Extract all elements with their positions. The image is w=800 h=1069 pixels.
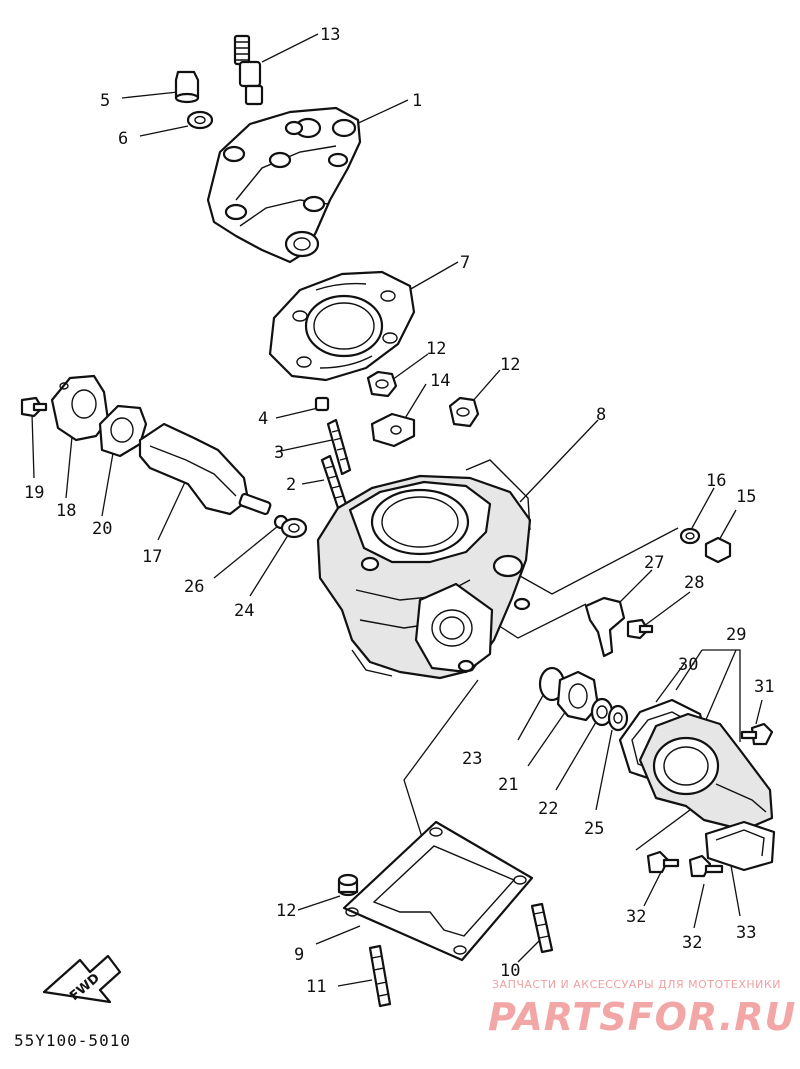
label-31: 30 xyxy=(678,655,698,675)
label-27: 26 xyxy=(184,577,204,597)
base-gasket xyxy=(342,820,534,962)
label-12-right: 12 xyxy=(500,355,520,375)
cylinder xyxy=(316,459,532,680)
label-15: 14 xyxy=(430,371,450,391)
bolt-16 xyxy=(704,536,732,564)
exhaust-gasket xyxy=(98,404,148,458)
nut-12-left xyxy=(366,370,398,398)
label-7: 7 xyxy=(460,253,470,273)
label-21: 20 xyxy=(92,519,112,539)
label-2: 2 xyxy=(286,475,296,495)
label-16: 15 xyxy=(736,487,756,507)
cylinder-head-bolt xyxy=(174,70,200,104)
fwd-arrow-icon: FWD xyxy=(42,954,122,1004)
bracket xyxy=(370,412,416,448)
label-4: 4 xyxy=(258,409,268,429)
washer-17 xyxy=(679,527,701,545)
label-30: 29 xyxy=(726,625,746,645)
cylinder-head xyxy=(206,106,362,264)
label-34: 33 xyxy=(736,923,756,943)
label-20: 19 xyxy=(24,483,44,503)
label-25: 24 xyxy=(234,601,254,621)
collar xyxy=(280,517,308,539)
label-10: 10 xyxy=(500,961,520,981)
label-14: 13 xyxy=(320,25,340,45)
watermark-brand: PARTSFOR.RU xyxy=(488,995,796,1039)
stud-bolt-3 xyxy=(326,418,352,476)
stud-11 xyxy=(368,944,392,1008)
exhaust-pipe xyxy=(138,422,272,516)
diagram-code: 55Y100-5010 xyxy=(14,1031,131,1050)
label-22: 21 xyxy=(498,775,518,795)
seal-26 xyxy=(607,704,629,732)
label-6: 6 xyxy=(118,129,128,149)
stud-10 xyxy=(530,902,554,954)
bolt-32-lower xyxy=(646,850,680,874)
valve-cover xyxy=(638,712,774,832)
bolt-20 xyxy=(20,396,48,418)
part-labels: 13 5 6 1 7 12 12 14 4 3 2 8 19 18 20 17 … xyxy=(24,25,774,997)
label-8: 8 xyxy=(596,405,606,425)
cover-plate xyxy=(704,820,776,872)
spark-plug xyxy=(233,34,264,106)
label-26: 25 xyxy=(584,819,604,839)
label-28: 27 xyxy=(644,553,664,573)
label-11: 11 xyxy=(306,977,326,997)
label-13: 12 xyxy=(276,901,296,921)
bolt-32-upper xyxy=(740,722,774,746)
head-gasket xyxy=(268,270,416,382)
watermark: ЗАПЧАСТИ И АКСЕССУАРЫ ДЛЯ МОТОТЕХНИКИ PA… xyxy=(488,978,796,1039)
screw-29 xyxy=(626,618,654,640)
label-19: 18 xyxy=(56,501,76,521)
watermark-tagline: ЗАПЧАСТИ И АКСЕССУАРЫ ДЛЯ МОТОТЕХНИКИ xyxy=(492,978,781,991)
label-23: 22 xyxy=(538,799,558,819)
label-24: 23 xyxy=(462,749,482,769)
washer xyxy=(186,110,214,130)
label-1: 1 xyxy=(412,91,422,111)
label-18: 17 xyxy=(142,547,162,567)
label-9: 9 xyxy=(294,945,304,965)
label-17: 16 xyxy=(706,471,726,491)
label-32-lower: 32 xyxy=(626,907,646,927)
label-29: 28 xyxy=(684,573,704,593)
label-3: 3 xyxy=(274,443,284,463)
dowel-pin xyxy=(314,396,330,412)
label-32-upper: 31 xyxy=(754,677,774,697)
bolt-33 xyxy=(688,854,724,878)
label-12-left: 12 xyxy=(426,339,446,359)
holder-28 xyxy=(584,596,626,658)
label-5: 5 xyxy=(100,91,110,111)
label-33: 32 xyxy=(682,933,702,953)
nut-12-right xyxy=(448,396,480,428)
dowel-13 xyxy=(337,873,359,897)
